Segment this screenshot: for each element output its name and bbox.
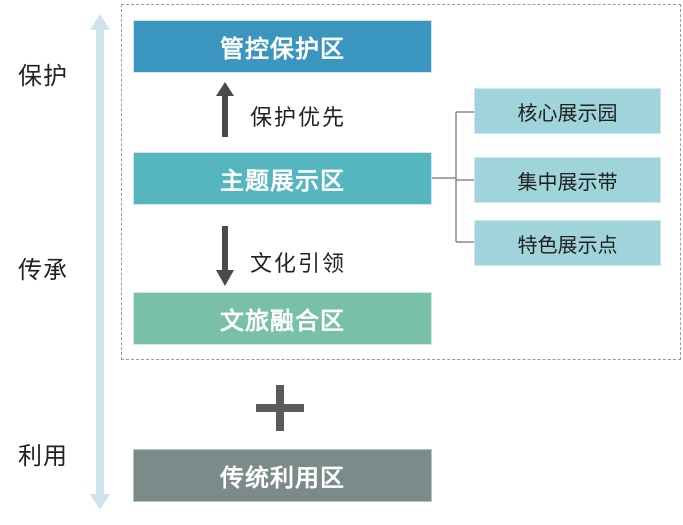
- arrow-up-icon: [216, 82, 234, 137]
- sub-item-core-park: 核心展示园: [474, 88, 661, 134]
- sub-item-display-belt: 集中展示带: [474, 157, 661, 203]
- arrow-down-icon: [216, 226, 234, 286]
- label-utilize: 利用: [18, 442, 68, 470]
- zone-traditional: 传统利用区: [133, 449, 432, 502]
- bracket-connector: [432, 111, 476, 243]
- note-culture-lead: 文化引领: [250, 252, 347, 277]
- flow-arrows: [216, 82, 234, 286]
- label-inherit: 传承: [18, 256, 68, 284]
- dashed-group-box: [121, 4, 681, 360]
- zone-theme: 主题展示区: [133, 152, 432, 205]
- note-protect-first: 保护优先: [250, 106, 347, 131]
- plus-icon: [256, 385, 304, 431]
- label-protect: 保护: [18, 62, 68, 90]
- zone-protect: 管控保护区: [133, 20, 432, 73]
- zone-culture: 文旅融合区: [133, 292, 432, 345]
- vertical-double-arrow: [90, 14, 110, 510]
- sub-item-feature-point: 特色展示点: [474, 220, 661, 266]
